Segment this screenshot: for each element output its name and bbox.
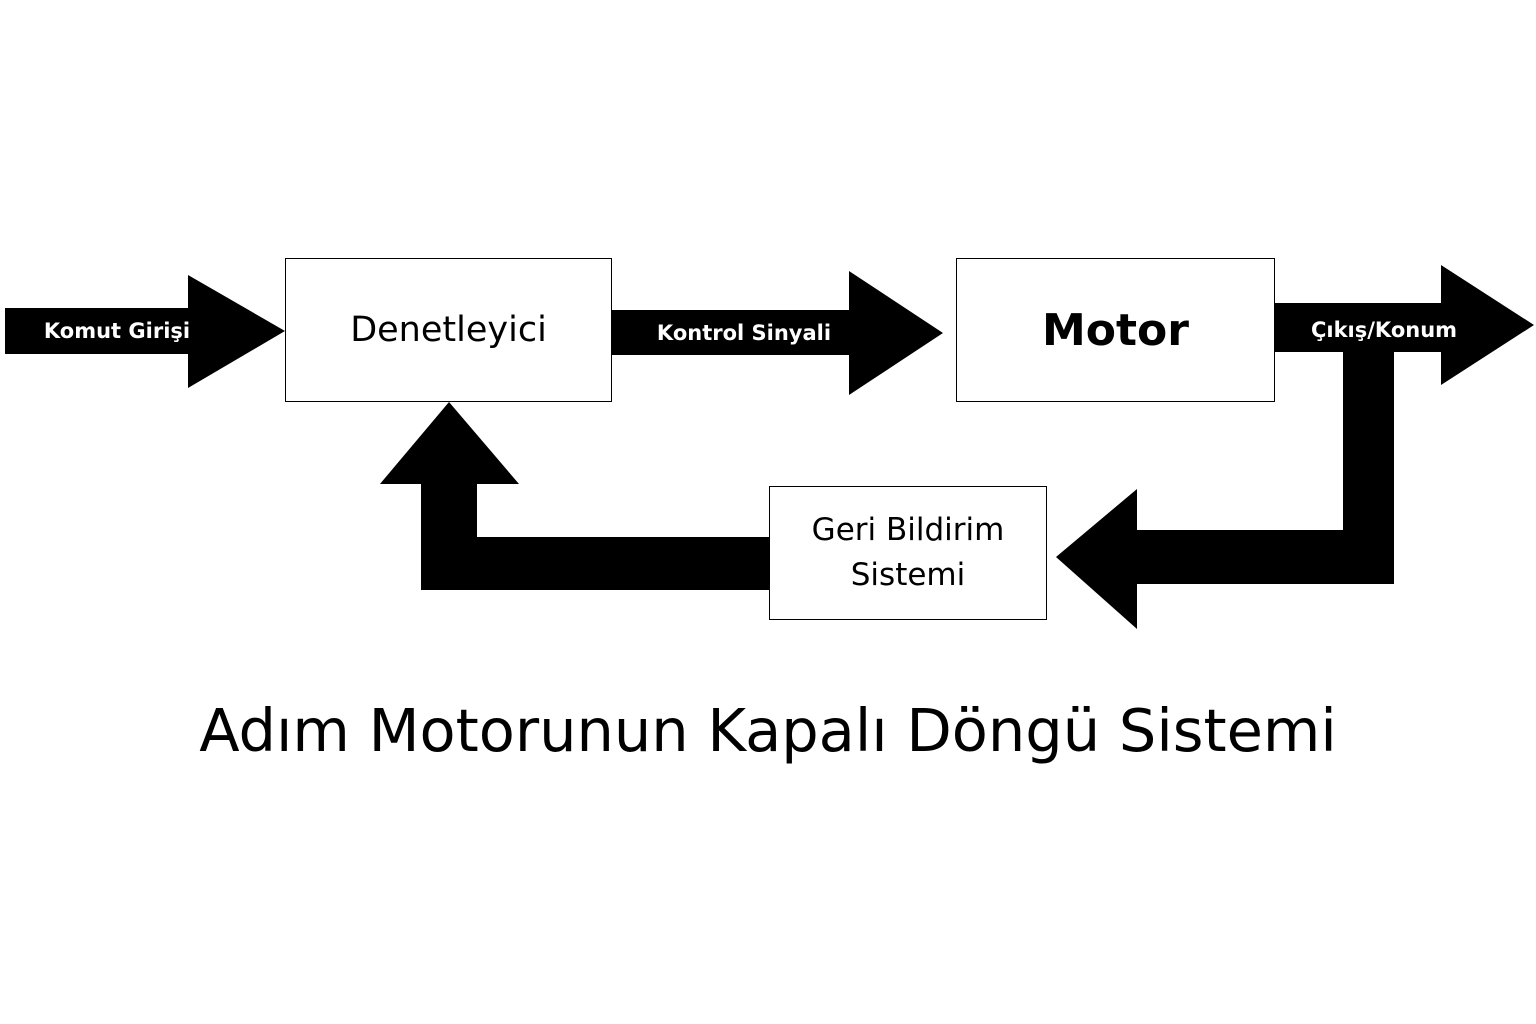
- output-arrow: [1275, 265, 1534, 385]
- output-signal-label: Çıkış/Konum: [1310, 318, 1458, 342]
- motor-block: Motor: [956, 258, 1275, 402]
- control-signal-arrow: [612, 271, 943, 395]
- controller-block: Denetleyici: [285, 258, 612, 402]
- feedback-input-arrow: [1056, 352, 1394, 629]
- motor-label: Motor: [1042, 304, 1189, 356]
- controller-label: Denetleyici: [350, 310, 547, 350]
- feedback-label-line2: Sistemi: [850, 557, 966, 593]
- input-signal-label: Komut Girişi: [43, 319, 191, 343]
- input-arrow: [5, 275, 285, 388]
- feedback-return-arrow: [380, 402, 769, 590]
- control-signal-label: Kontrol Sinyali: [656, 321, 832, 345]
- diagram-title: Adım Motorunun Kapalı Döngü Sistemi: [199, 696, 1337, 765]
- feedback-label-line1: Geri Bildirim: [811, 512, 1005, 548]
- feedback-system-block: Geri Bildirim Sistemi: [769, 486, 1047, 620]
